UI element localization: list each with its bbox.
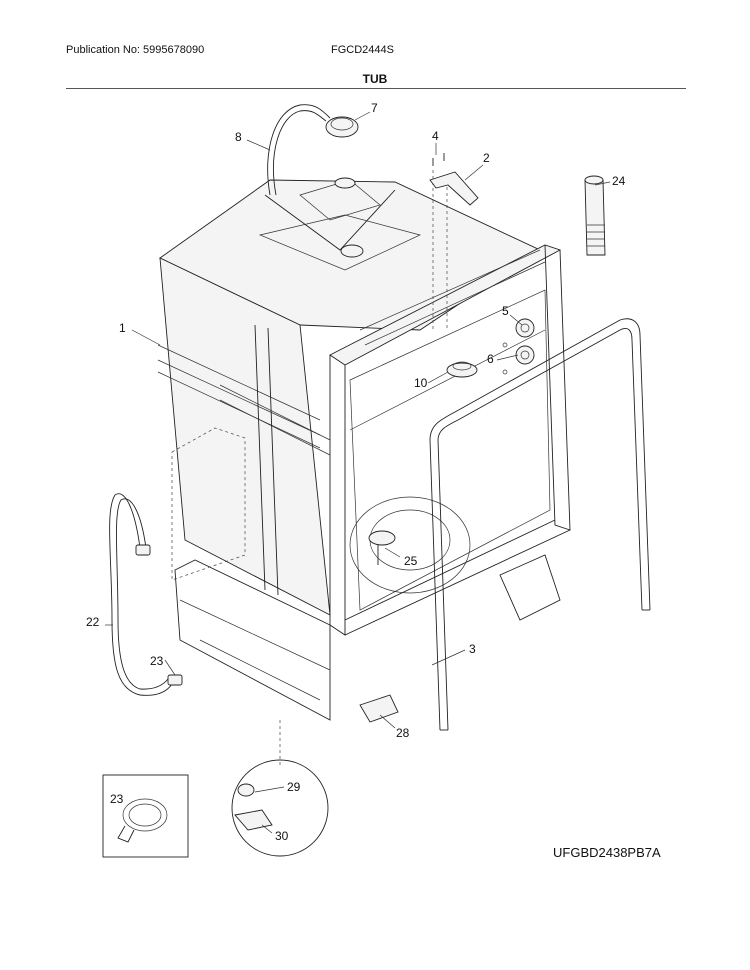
detail-inset-circle <box>231 759 329 857</box>
callout-3: 3 <box>469 642 476 656</box>
spray-arm-wheel-upper <box>515 318 535 338</box>
callout-2: 2 <box>483 151 490 165</box>
publication-number: Publication No: 5995678090 <box>66 44 205 56</box>
callout-5: 5 <box>502 304 509 318</box>
callout-4: 4 <box>432 129 439 143</box>
callout-7: 7 <box>371 101 378 115</box>
float-switch <box>359 694 399 723</box>
diagram-code: UFGBD2438PB7A <box>553 845 661 860</box>
model-number: FGCD2444S <box>331 44 394 56</box>
sensor-bracket <box>234 809 273 831</box>
spray-arm-wheel-lower <box>515 345 535 365</box>
sensor <box>237 783 255 797</box>
hose-clamp-upper <box>135 544 151 556</box>
callout-6: 6 <box>487 352 494 366</box>
callout-22: 22 <box>86 615 100 629</box>
hose-clamp-lower <box>167 674 183 686</box>
callout-23-inset: 23 <box>110 792 124 806</box>
header-rule <box>66 88 686 89</box>
section-title: TUB <box>362 72 388 86</box>
inlet-hose <box>267 104 331 196</box>
callout-28: 28 <box>396 726 410 740</box>
float <box>368 530 396 546</box>
callout-30: 30 <box>275 829 289 843</box>
drain-hose-segment <box>584 179 606 256</box>
callout-10: 10 <box>414 376 428 390</box>
tub-interior <box>349 289 551 611</box>
callout-25: 25 <box>404 554 418 568</box>
door-gasket <box>429 318 651 731</box>
base-frame <box>174 559 331 721</box>
callout-23: 23 <box>150 654 164 668</box>
callout-8: 8 <box>235 130 242 144</box>
vent-cap <box>325 116 359 138</box>
clamp-inset-box <box>102 774 189 858</box>
callout-29: 29 <box>287 780 301 794</box>
callout-1: 1 <box>119 321 126 335</box>
drain-hose <box>109 493 173 696</box>
bracket <box>429 171 479 206</box>
callout-24: 24 <box>612 174 626 188</box>
